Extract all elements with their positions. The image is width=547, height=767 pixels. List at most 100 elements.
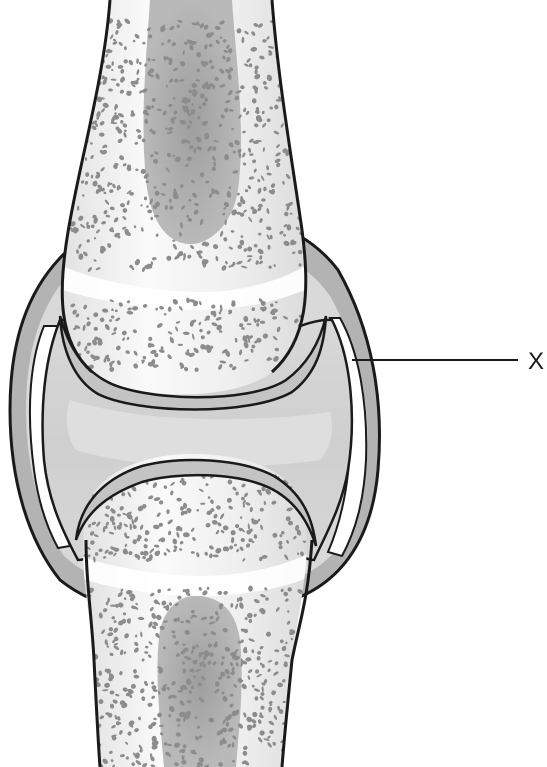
spongy-bone-pore [94, 73, 98, 77]
spongy-bone-pore [83, 82, 87, 88]
spongy-bone-pore [83, 101, 88, 105]
spongy-bone-pore [276, 32, 282, 38]
spongy-bone-pore [85, 695, 90, 700]
spongy-bone-pore [297, 71, 302, 76]
spongy-bone-pore [88, 73, 94, 79]
spongy-bone-pore [81, 20, 88, 26]
spongy-bone-pore [302, 134, 305, 137]
spongy-bone-pore [295, 99, 299, 105]
label-x: X [528, 348, 544, 375]
spongy-bone-pore [302, 757, 305, 761]
spongy-bone-pore [81, 33, 87, 39]
spongy-bone-pore [296, 18, 301, 23]
spongy-bone-pore [303, 651, 308, 655]
spongy-bone-pore [292, 59, 300, 67]
spongy-bone-pore [84, 620, 90, 627]
spongy-bone-pore [286, 764, 290, 767]
spongy-bone-pore [292, 667, 297, 672]
spongy-bone-pore [292, 108, 299, 114]
spongy-bone-pore [300, 203, 305, 208]
spongy-bone-pore [289, 708, 294, 712]
spongy-bone-pore [303, 657, 307, 661]
lower-marrow-cavity [157, 596, 241, 767]
spongy-bone-pore [290, 35, 296, 41]
spongy-bone-pore [296, 711, 300, 713]
spongy-bone-pore [78, 25, 81, 29]
spongy-bone-pore [299, 682, 305, 688]
spongy-bone-pore [304, 631, 309, 636]
spongy-bone-pore [86, 31, 94, 39]
spongy-bone-pore [288, 86, 292, 90]
spongy-bone-pore [303, 180, 309, 187]
spongy-bone-pore [86, 57, 90, 60]
spongy-bone-pore [73, 71, 79, 78]
spongy-bone-pore [89, 75, 93, 79]
spongy-bone-pore [303, 199, 307, 203]
spongy-bone-pore [301, 711, 304, 715]
spongy-bone-pore [296, 130, 301, 136]
spongy-bone-pore [215, 681, 220, 686]
spongy-bone-pore [298, 104, 304, 111]
spongy-bone-pore [306, 612, 313, 618]
spongy-bone-pore [92, 23, 97, 28]
spongy-bone-pore [88, 679, 94, 683]
spongy-bone-pore [159, 523, 163, 527]
spongy-bone-pore [305, 213, 312, 220]
spongy-bone-pore [284, 54, 288, 59]
upper-bone [60, 0, 326, 410]
spongy-bone-pore [78, 27, 83, 32]
spongy-bone-pore [72, 169, 76, 174]
spongy-bone-pore [304, 166, 312, 172]
spongy-bone-pore [68, 75, 74, 80]
spongy-bone-pore [280, 47, 284, 51]
spongy-bone-pore [306, 714, 312, 719]
spongy-bone-pore [295, 693, 299, 697]
spongy-bone-pore [91, 49, 94, 54]
spongy-bone-pore [294, 672, 297, 677]
spongy-bone-pore [69, 128, 75, 133]
spongy-bone-pore [72, 43, 77, 49]
spongy-bone-pore [83, 72, 88, 78]
spongy-bone-pore [288, 720, 293, 725]
spongy-bone-pore [86, 96, 89, 100]
spongy-bone-pore [69, 66, 76, 71]
spongy-bone-pore [305, 57, 310, 62]
spongy-bone-pore [90, 87, 96, 92]
spongy-bone-pore [91, 734, 95, 739]
spongy-bone-pore [84, 34, 88, 39]
spongy-bone-pore [105, 65, 111, 69]
spongy-bone-pore [289, 712, 296, 717]
spongy-bone-pore [303, 46, 308, 51]
spongy-bone-pore [285, 85, 291, 93]
spongy-bone-pore [73, 51, 79, 58]
spongy-bone-pore [75, 62, 81, 67]
spongy-bone-pore [81, 715, 87, 720]
spongy-bone-pore [178, 344, 183, 346]
spongy-bone-pore [80, 119, 85, 122]
spongy-bone-pore [289, 95, 294, 100]
spongy-bone-pore [138, 717, 141, 721]
spongy-bone-pore [287, 109, 291, 113]
spongy-bone-pore [191, 551, 195, 554]
spongy-bone-pore [300, 50, 304, 53]
spongy-bone-pore [305, 200, 310, 203]
spongy-bone-pore [90, 51, 95, 57]
spongy-bone-pore [73, 95, 76, 100]
spongy-bone-pore [301, 710, 307, 715]
spongy-bone-pore [289, 77, 293, 81]
spongy-bone-pore [69, 195, 73, 198]
spongy-bone-pore [301, 637, 306, 643]
spongy-bone-pore [74, 38, 78, 44]
spongy-bone-pore [268, 245, 271, 250]
spongy-bone-pore [298, 751, 302, 756]
spongy-bone-pore [69, 43, 76, 50]
spongy-bone-pore [308, 204, 311, 206]
spongy-bone-pore [298, 743, 303, 749]
spongy-bone-pore [73, 138, 79, 143]
spongy-bone-pore [306, 731, 311, 736]
spongy-bone-pore [92, 749, 97, 754]
spongy-bone-pore [290, 58, 297, 64]
lower-bone [76, 454, 316, 767]
spongy-bone-pore [248, 586, 253, 592]
spongy-bone-pore [304, 648, 307, 652]
